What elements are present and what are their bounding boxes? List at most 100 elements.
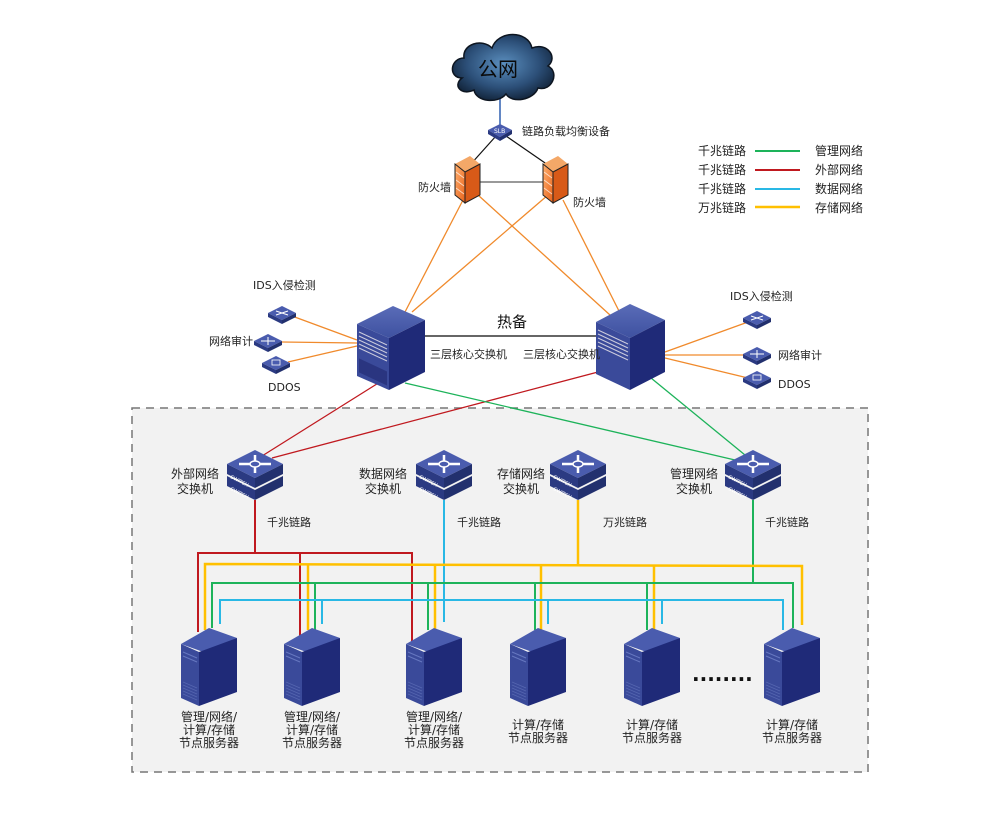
legend-network: 外部网络 — [815, 162, 863, 177]
server-tower-icon — [624, 628, 680, 706]
legend-item-management: 千兆链路 管理网络 — [698, 143, 863, 158]
server-label: 计算/存储 — [512, 717, 564, 732]
link-audit-left — [281, 341, 358, 344]
ids-icon — [743, 311, 771, 329]
legend-network: 管理网络 — [815, 143, 863, 158]
access-switch-label: 外部网络 — [171, 466, 219, 481]
firewall-right-label: 防火墙 — [573, 195, 606, 209]
legend-speed: 千兆链路 — [698, 181, 746, 196]
legend: 千兆链路 管理网络 千兆链路 外部网络 千兆链路 数据网络 万兆链路 存储网络 — [698, 143, 863, 215]
ddos-right-label: DDOS — [778, 378, 811, 391]
access-switch-label: 交换机 — [676, 481, 712, 496]
internet-label: 公网 — [478, 57, 518, 81]
core-switch-left: 三层核心交换机 — [357, 306, 507, 390]
legend-speed: 千兆链路 — [698, 162, 746, 177]
load-balancer-icon: SLB — [488, 124, 512, 141]
access-switch-label: 交换机 — [177, 481, 213, 496]
access-link-label: 万兆链路 — [603, 515, 647, 529]
audit-icon — [743, 347, 771, 365]
legend-item-external: 千兆链路 外部网络 — [698, 162, 863, 177]
servers: 管理/网络/计算/存储节点服务器管理/网络/计算/存储节点服务器管理/网络/计算… — [179, 628, 822, 750]
cloud-icon — [451, 33, 555, 102]
server-label: 节点服务器 — [282, 735, 342, 750]
link-fw-right-core-left — [411, 194, 549, 313]
server-label: 管理/网络/ — [406, 709, 463, 724]
load-balancer: SLB 链路负载均衡设备 — [488, 124, 610, 141]
link-core-right-mgmt — [650, 377, 746, 456]
link-fw-left-core-right — [477, 194, 611, 316]
server-tower-icon — [406, 628, 462, 706]
access-switch-label: 交换机 — [503, 481, 539, 496]
server-label: 管理/网络/ — [284, 709, 341, 724]
link-fw-left-core-left — [404, 199, 464, 313]
firewall-left: 防火墙 — [418, 156, 481, 205]
more-servers-ellipsis: ........ — [692, 662, 753, 686]
legend-item-storage: 万兆链路 存储网络 — [698, 200, 863, 215]
ddos-left-label: DDOS — [268, 381, 301, 394]
access-switch-label: 管理网络 — [670, 466, 718, 481]
hot-standby-label: 热备 — [497, 313, 527, 331]
link-ids-right — [664, 321, 749, 353]
server-label: 计算/存储 — [183, 722, 235, 737]
server-label: 节点服务器 — [508, 730, 568, 745]
server-label: 计算/存储 — [766, 717, 818, 732]
security-right: IDS入侵检测 网络审计 DDOS — [730, 289, 822, 391]
ids-right-label: IDS入侵检测 — [730, 289, 793, 303]
legend-item-data: 千兆链路 数据网络 — [698, 181, 863, 196]
links — [197, 98, 804, 645]
security-left: IDS入侵检测 网络审计 DDOS — [209, 278, 316, 394]
link-ddos-left — [287, 345, 358, 363]
link-ids-left — [291, 315, 358, 341]
firewall-right: 防火墙 — [542, 156, 606, 209]
audit-right-label: 网络审计 — [778, 348, 822, 362]
firewall-left-label: 防火墙 — [418, 180, 451, 194]
audit-left-label: 网络审计 — [209, 334, 253, 348]
access-link-label: 千兆链路 — [457, 515, 501, 529]
bus-storage — [203, 562, 804, 630]
link-lb-fw-right — [505, 135, 549, 166]
ids-icon — [268, 306, 296, 324]
server-tower-icon — [764, 628, 820, 706]
access-link-label: 千兆链路 — [765, 515, 809, 529]
server-label: 管理/网络/ — [181, 709, 238, 724]
server-label: 计算/存储 — [626, 717, 678, 732]
server-label: 计算/存储 — [408, 722, 460, 737]
server-label: 节点服务器 — [404, 735, 464, 750]
link-ddos-right — [664, 357, 749, 379]
server-label: 节点服务器 — [762, 730, 822, 745]
legend-network: 存储网络 — [815, 200, 863, 215]
ids-left-label: IDS入侵检测 — [253, 278, 316, 292]
server-label: 节点服务器 — [179, 735, 239, 750]
svg-text:SLB: SLB — [494, 128, 505, 135]
link-core-left-mgmt — [404, 382, 736, 461]
core-switch-icon — [357, 306, 425, 390]
ddos-icon — [262, 356, 290, 374]
firewall-icon — [454, 156, 481, 205]
link-core-left-external — [261, 381, 381, 457]
firewall-icon — [542, 156, 569, 205]
server-label: 节点服务器 — [622, 730, 682, 745]
load-balancer-label: 链路负载均衡设备 — [522, 124, 610, 138]
ddos-icon — [743, 371, 771, 389]
server-tower-icon — [284, 628, 340, 706]
server-label: 计算/存储 — [286, 722, 338, 737]
bus-data — [219, 599, 784, 630]
access-switch-label: 存储网络 — [497, 466, 545, 481]
legend-network: 数据网络 — [815, 181, 863, 196]
audit-icon — [254, 334, 282, 352]
link-fw-right-core-right — [562, 199, 621, 314]
bus-mgmt — [211, 582, 794, 628]
server-tower-icon — [510, 628, 566, 706]
core-switch-left-label: 三层核心交换机 — [430, 347, 507, 361]
